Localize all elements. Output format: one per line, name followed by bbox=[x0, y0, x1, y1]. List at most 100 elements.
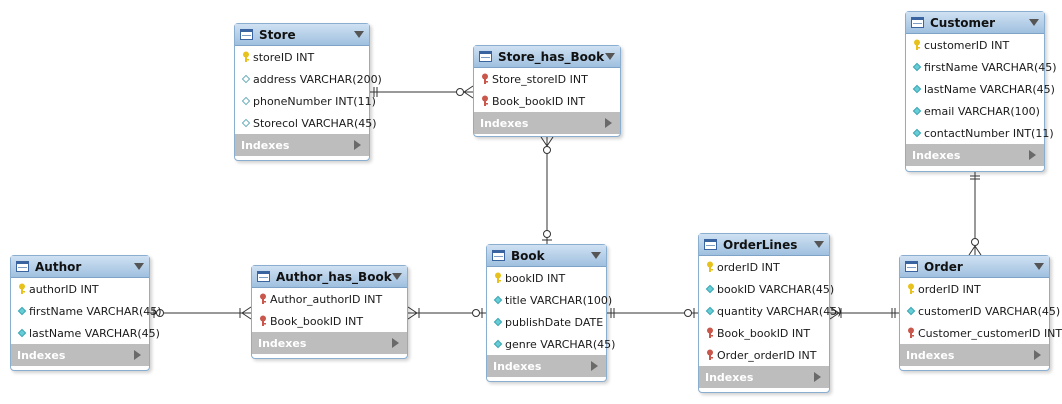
nullable-diamond-icon bbox=[241, 118, 250, 128]
column-row[interactable]: address VARCHAR(200) bbox=[235, 68, 382, 90]
indexes-section[interactable]: Indexes bbox=[699, 366, 829, 388]
indexes-label: Indexes bbox=[705, 370, 754, 384]
column-row[interactable]: orderID INT bbox=[900, 278, 1049, 300]
optional-circle bbox=[543, 146, 551, 154]
column-row[interactable]: email VARCHAR(100) bbox=[906, 100, 1044, 122]
column-text: storeID INT bbox=[253, 50, 315, 64]
table-name: Store bbox=[259, 27, 296, 42]
not-null-diamond-icon bbox=[912, 84, 921, 94]
column-row[interactable]: Book_bookID INT bbox=[474, 90, 620, 112]
table-header[interactable]: Store_has_Book bbox=[474, 46, 620, 68]
column-row[interactable]: firstName VARCHAR(45) bbox=[11, 300, 162, 322]
expand-arrow-icon[interactable] bbox=[605, 118, 612, 128]
not-null-diamond-icon bbox=[912, 128, 921, 138]
table-author-has-book[interactable]: Author_has_Book Author_authorID INT Book_… bbox=[251, 265, 408, 359]
column-row[interactable]: lastName VARCHAR(45) bbox=[11, 322, 160, 344]
column-row[interactable]: customerID VARCHAR(45) bbox=[900, 300, 1060, 322]
indexes-section[interactable]: Indexes bbox=[906, 144, 1044, 166]
column-row[interactable]: contactNumber INT(11) bbox=[906, 122, 1054, 144]
column-row[interactable]: orderID INT bbox=[699, 256, 829, 278]
table-header[interactable]: Order bbox=[900, 256, 1049, 278]
column-row[interactable]: genre VARCHAR(45) bbox=[487, 333, 615, 355]
expand-arrow-icon[interactable] bbox=[1034, 350, 1041, 360]
column-row[interactable]: Book_bookID INT bbox=[699, 322, 829, 344]
indexes-section[interactable]: Indexes bbox=[11, 344, 149, 366]
column-row[interactable]: bookID VARCHAR(45) bbox=[699, 278, 834, 300]
column-row[interactable]: quantity VARCHAR(45) bbox=[699, 300, 842, 322]
indexes-section[interactable]: Indexes bbox=[900, 344, 1049, 366]
column-row[interactable]: phoneNumber INT(11) bbox=[235, 90, 376, 112]
collapse-toggle-icon[interactable] bbox=[134, 263, 144, 270]
foreign-key-icon bbox=[258, 315, 267, 327]
column-row[interactable]: Store_storeID INT bbox=[474, 68, 620, 90]
expand-arrow-icon[interactable] bbox=[354, 140, 361, 150]
table-icon bbox=[16, 261, 29, 272]
column-row[interactable]: Author_authorID INT bbox=[252, 288, 407, 310]
column-row[interactable]: Order_orderID INT bbox=[699, 344, 829, 366]
column-text: orderID INT bbox=[918, 282, 981, 296]
table-name: Customer bbox=[930, 15, 996, 30]
column-list: orderID INT customerID VARCHAR(45) Custome… bbox=[900, 278, 1062, 344]
table-header[interactable]: Book bbox=[487, 245, 606, 267]
collapse-toggle-icon[interactable] bbox=[591, 252, 601, 259]
foreign-key-icon bbox=[705, 349, 714, 361]
column-row[interactable]: title VARCHAR(100) bbox=[487, 289, 612, 311]
column-row[interactable]: authorID INT bbox=[11, 278, 149, 300]
collapse-toggle-icon[interactable] bbox=[814, 241, 824, 248]
primary-key-icon bbox=[705, 261, 714, 273]
expand-arrow-icon[interactable] bbox=[591, 361, 598, 371]
column-row[interactable]: Customer_customerID INT bbox=[900, 322, 1062, 344]
not-null-diamond-icon bbox=[17, 306, 26, 316]
indexes-section[interactable]: Indexes bbox=[235, 134, 369, 156]
column-row[interactable]: bookID INT bbox=[487, 267, 606, 289]
column-row[interactable]: firstName VARCHAR(45) bbox=[906, 56, 1057, 78]
table-header[interactable]: OrderLines bbox=[699, 234, 829, 256]
primary-key-icon bbox=[493, 272, 502, 284]
collapse-toggle-icon[interactable] bbox=[1029, 19, 1039, 26]
expand-arrow-icon[interactable] bbox=[814, 372, 821, 382]
table-header[interactable]: Store bbox=[235, 24, 369, 46]
column-attribute-icon bbox=[912, 127, 921, 139]
table-store[interactable]: Store storeID INT address VARCHAR(200)pho… bbox=[234, 23, 382, 161]
expand-arrow-icon[interactable] bbox=[134, 350, 141, 360]
foreign-key-icon bbox=[258, 293, 267, 305]
not-null-diamond-icon bbox=[493, 317, 502, 327]
column-text: Order_orderID INT bbox=[717, 348, 817, 362]
table-header[interactable]: Customer bbox=[906, 12, 1044, 34]
indexes-label: Indexes bbox=[480, 116, 529, 130]
table-name: Order bbox=[924, 259, 963, 274]
collapse-toggle-icon[interactable] bbox=[605, 53, 615, 60]
column-row[interactable]: Storecol VARCHAR(45) bbox=[235, 112, 377, 134]
column-attribute-icon bbox=[493, 294, 502, 306]
column-text: contactNumber INT(11) bbox=[924, 126, 1054, 140]
crows-foot-prong bbox=[974, 245, 982, 256]
expand-arrow-icon[interactable] bbox=[392, 338, 399, 348]
indexes-section[interactable]: Indexes bbox=[252, 332, 407, 354]
column-text: Book_bookID INT bbox=[270, 314, 364, 328]
collapse-toggle-icon[interactable] bbox=[354, 31, 364, 38]
expand-arrow-icon[interactable] bbox=[1029, 150, 1036, 160]
column-row[interactable]: lastName VARCHAR(45) bbox=[906, 78, 1055, 100]
table-order[interactable]: Order orderID INT customerID VARCHAR(45) C… bbox=[899, 255, 1062, 371]
column-row[interactable]: publishDate DATE bbox=[487, 311, 606, 333]
table-header[interactable]: Author bbox=[11, 256, 149, 278]
table-header[interactable]: Author_has_Book bbox=[252, 266, 407, 288]
indexes-section[interactable]: Indexes bbox=[487, 355, 606, 377]
column-attribute-icon bbox=[493, 316, 502, 328]
indexes-section[interactable]: Indexes bbox=[474, 112, 620, 134]
column-row[interactable]: Book_bookID INT bbox=[252, 310, 407, 332]
column-text: Customer_customerID INT bbox=[918, 326, 1062, 340]
collapse-toggle-icon[interactable] bbox=[1034, 263, 1044, 270]
indexes-label: Indexes bbox=[17, 348, 66, 362]
column-row[interactable]: storeID INT bbox=[235, 46, 369, 68]
column-attribute-icon bbox=[912, 61, 921, 73]
column-row[interactable]: customerID INT bbox=[906, 34, 1044, 56]
collapse-toggle-icon[interactable] bbox=[392, 273, 402, 280]
foreign-key-icon bbox=[480, 73, 489, 85]
optional-circle bbox=[543, 230, 551, 238]
